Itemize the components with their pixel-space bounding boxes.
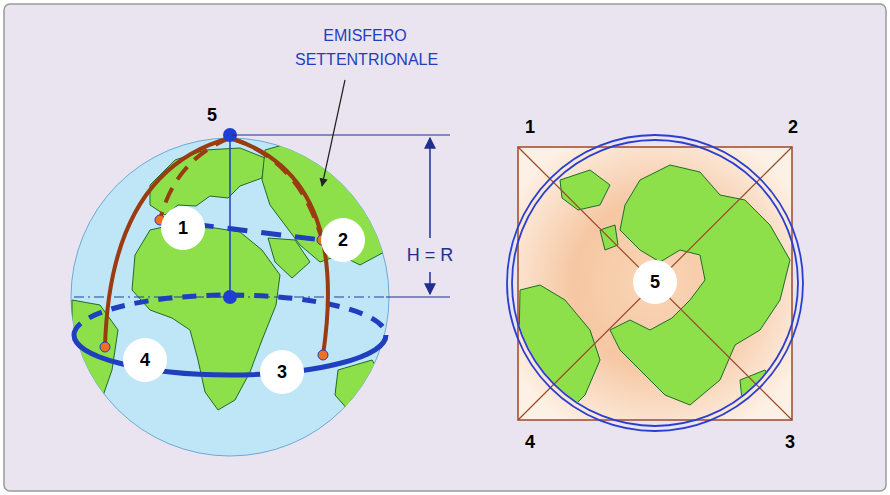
number-circle: 1	[161, 206, 205, 250]
corner-number: 4	[525, 432, 535, 453]
corner-number: 3	[785, 432, 795, 453]
number-circle: 5	[633, 260, 677, 304]
corner-number: 1	[525, 117, 535, 138]
corner-number: 5	[207, 105, 217, 126]
dimension-label: H = R	[404, 244, 457, 267]
number-circle: 3	[260, 350, 304, 394]
callout-label: EMISFERO SETTENTRIONALE	[295, 24, 435, 72]
callout-number: 1	[178, 218, 188, 239]
number-circle: 2	[321, 218, 365, 262]
callout-number: 5	[650, 272, 660, 293]
callout-number: 4	[140, 350, 150, 371]
callout-number: 3	[277, 362, 287, 383]
corner-number: 2	[788, 117, 798, 138]
callout-number: 2	[338, 230, 348, 251]
number-circle: 4	[123, 338, 167, 382]
